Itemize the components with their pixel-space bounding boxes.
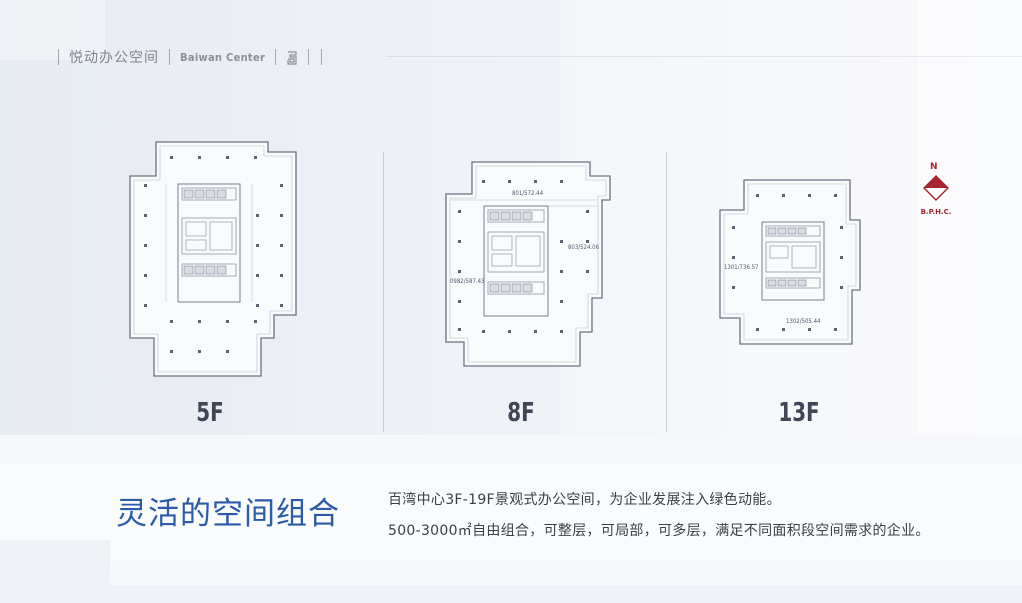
description-line-1: 百湾中心3F-19F景观式办公空间，为企业发展注入绿色动能。 [388,492,781,508]
header-separator [275,49,277,65]
floor-plan-drawing [719,179,861,345]
unit-label: 1301/736.57 [724,264,759,271]
floor-label-5f: 5F [196,398,224,428]
unit-label: 803/524.06 [568,244,600,251]
header-separator [58,49,59,65]
unit-label: 1302/505.44 [786,318,821,325]
bg-panel [0,540,110,603]
floor-label-13f: 13F [778,398,820,428]
bg-panel [0,0,105,60]
column-divider [383,152,384,432]
bg-panel [918,0,1022,435]
floor-plan-drawing [129,141,297,377]
compass-north-letter: N [930,162,938,172]
compass-arrow-icon [923,175,949,201]
floor-plan-13f: 1301/736.57 1302/505.44 [716,178,864,348]
brand-name-en: Baiwan Center [180,50,266,64]
floor-plan-drawing [445,161,611,367]
bg-panel [110,585,1022,603]
description-line-2: 500-3000㎡自由组合，可整层，可局部，可多层，满足不同面积段空间需求的企业… [388,523,930,539]
page-header: 悦动办公空间 Baiwan Center [48,46,332,68]
column-divider [666,152,667,432]
floor-label-8f: 8F [507,398,535,428]
compass-label: B.P.H.C. [920,208,952,216]
header-separator [308,49,310,65]
unit-label: 0982/587.43 [450,278,485,285]
floor-plan-8f: 801/572.44 803/524.06 0982/587.43 [442,160,614,370]
unit-label: 801/572.44 [512,190,544,197]
brand-logo-icon [286,50,298,65]
header-separator [321,49,323,65]
header-separator [169,49,170,65]
brand-name-cn: 悦动办公空间 [69,50,159,66]
floor-plan-5f [126,140,302,380]
north-compass: N B.P.H.C. [918,160,954,222]
header-rule [386,56,1022,57]
page-title: 灵活的空间组合 [116,496,340,532]
bottom-background [0,435,1022,603]
